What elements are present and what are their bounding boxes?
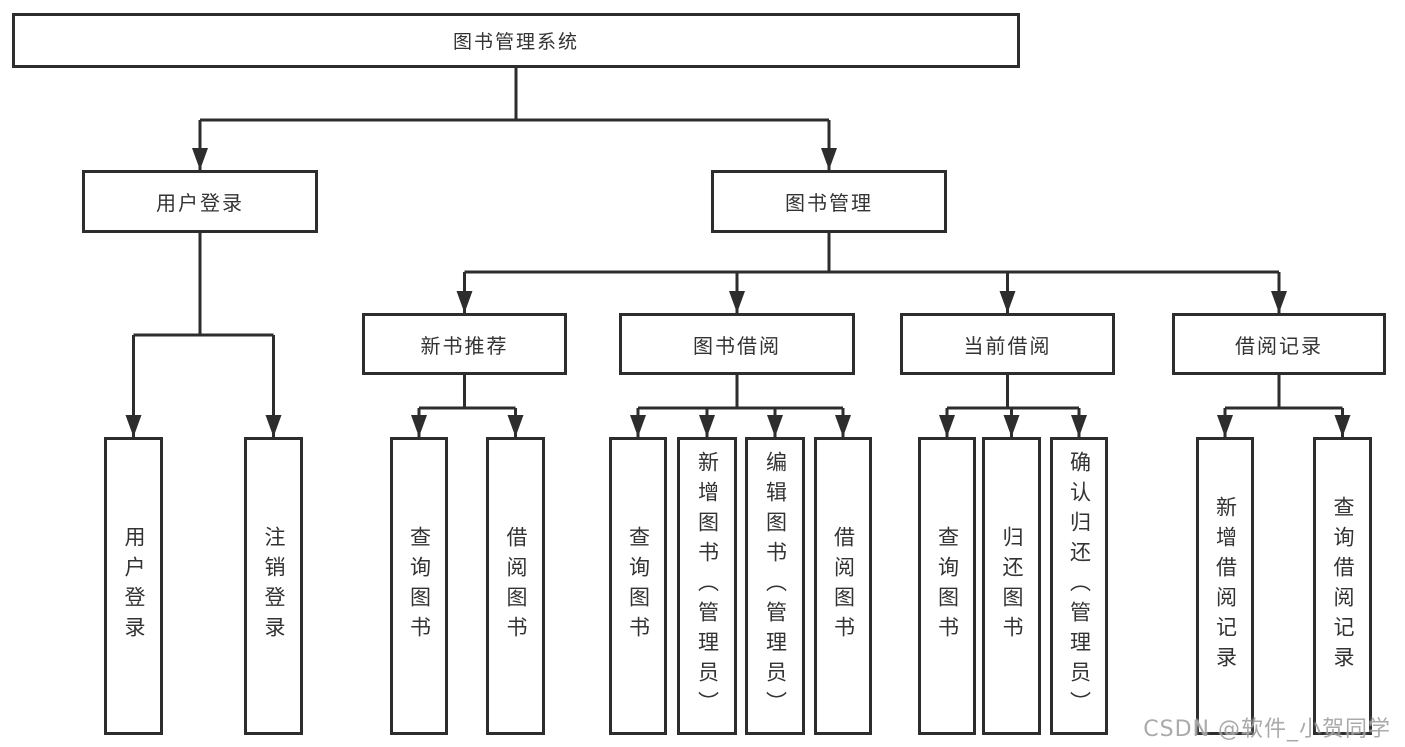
node-book-borrowing: 图书借阅 [619, 313, 855, 375]
node-book-management: 图书管理 [711, 170, 947, 233]
node-new-book-recommendation: 新书推荐 [362, 313, 567, 375]
leaf-logout: 注销登录 [244, 437, 303, 735]
node-user-login: 用户登录 [82, 170, 318, 233]
leaf-return-books: 归还图书 [982, 437, 1041, 735]
leaf-add-book-admin: 新增图书（管理员） [677, 437, 737, 735]
leaf-recommend-query-books: 查询图书 [390, 437, 448, 735]
leaf-confirm-return-admin: 确认归还（管理员） [1050, 437, 1108, 735]
leaf-borrow-query-books: 查询图书 [609, 437, 667, 735]
leaf-add-borrow-record: 新增借阅记录 [1196, 437, 1254, 735]
node-borrowing-records: 借阅记录 [1172, 313, 1386, 375]
node-library-management-system: 图书管理系统 [12, 13, 1020, 68]
leaf-recommend-borrow-books: 借阅图书 [486, 437, 545, 735]
leaf-query-borrow-record: 查询借阅记录 [1313, 437, 1372, 735]
watermark: CSDN @软件_小贺同学 [1143, 717, 1391, 742]
leaf-edit-book-admin: 编辑图书（管理员） [745, 437, 805, 735]
leaf-user-login: 用户登录 [104, 437, 163, 735]
node-current-borrowing: 当前借阅 [900, 313, 1115, 375]
leaf-current-query-books: 查询图书 [918, 437, 976, 735]
leaf-borrow-books: 借阅图书 [814, 437, 872, 735]
